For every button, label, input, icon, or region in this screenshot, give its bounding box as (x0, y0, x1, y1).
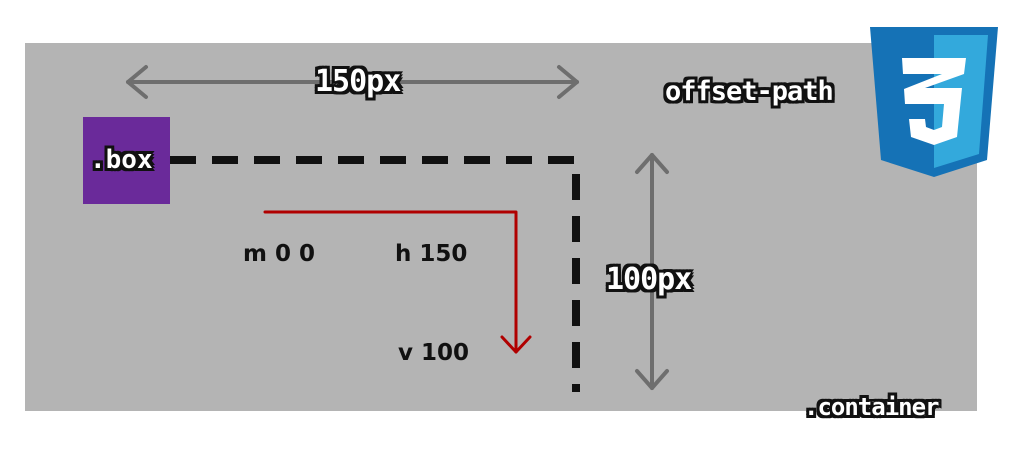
offset-path-dashed-line (170, 156, 580, 392)
horizontal-command-label: h 150 (395, 241, 468, 267)
box-label: .box (90, 145, 153, 175)
container-area (25, 43, 977, 411)
property-label: offset-path (665, 76, 834, 107)
height-label: 100px (606, 262, 692, 297)
path-direction-arrow (263, 210, 532, 354)
height-dimension-arrow (635, 153, 669, 390)
width-dimension-arrow (126, 65, 579, 99)
container-label: .container (804, 393, 939, 421)
move-command-label: m 0 0 (243, 241, 315, 267)
vertical-command-label: v 100 (398, 340, 470, 366)
width-label: 150px (315, 64, 401, 99)
css3-logo (870, 27, 998, 177)
box-element (83, 117, 170, 204)
